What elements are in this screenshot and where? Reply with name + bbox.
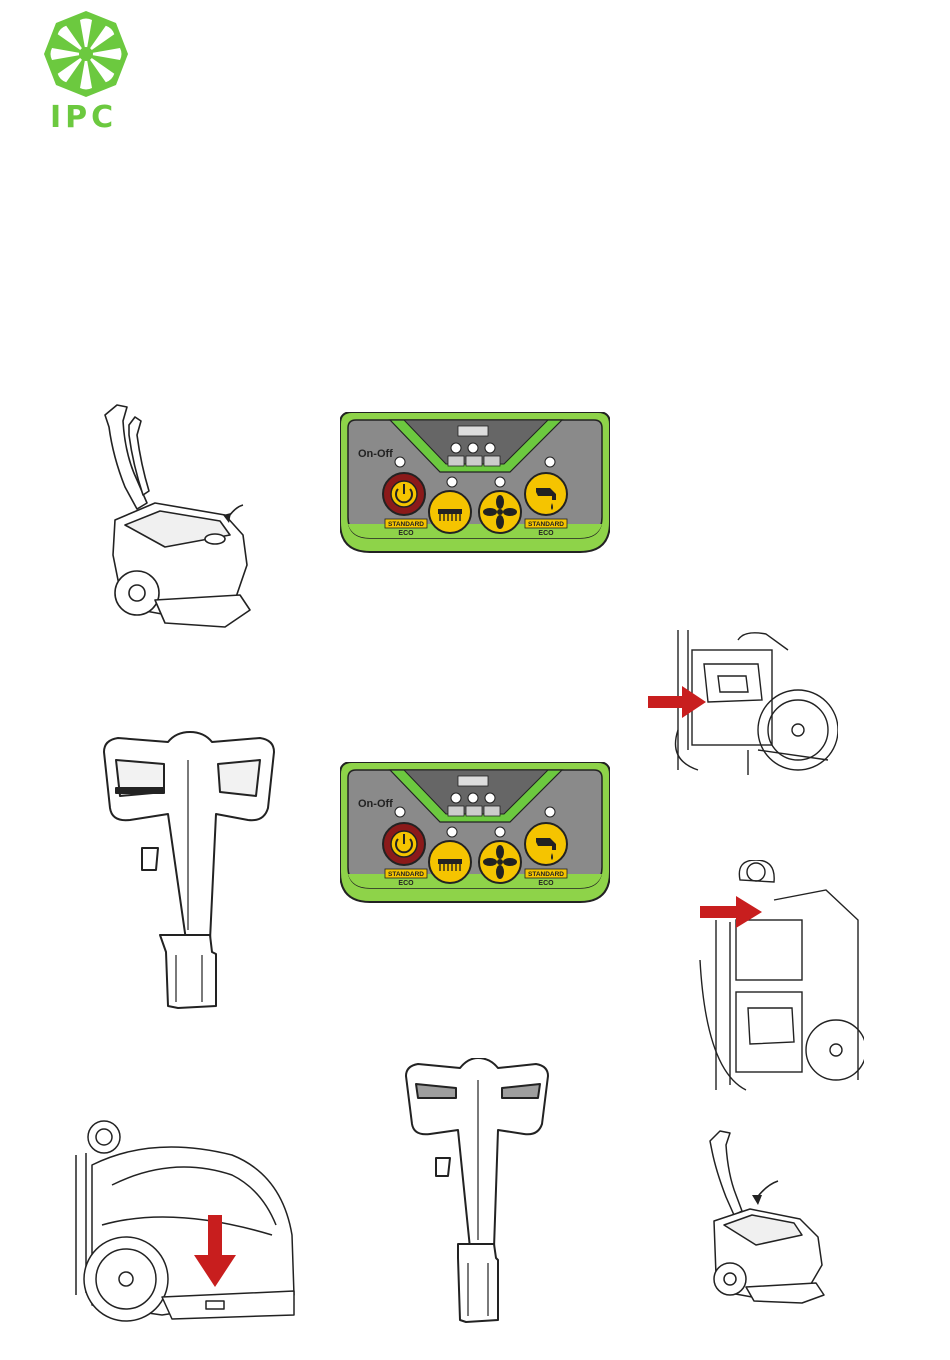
tank-hose-detail bbox=[696, 860, 864, 1095]
right-eco-label: ECO bbox=[538, 530, 554, 537]
on-off-label: On-Off bbox=[358, 448, 393, 460]
scrubber-machine-illustration-small bbox=[690, 1125, 830, 1305]
battery-compartment-detail bbox=[648, 630, 838, 780]
scrubber-machine-illustration bbox=[85, 395, 265, 635]
handle-illustration bbox=[98, 730, 280, 1015]
brand-name: IPC bbox=[50, 100, 130, 135]
control-panel: On-Off STANDARD ECO STANDARD ECO bbox=[340, 762, 610, 904]
indicator-arrow-icon bbox=[648, 686, 706, 718]
left-eco-label: ECO bbox=[398, 880, 414, 887]
scrubber-side-view-illustration bbox=[62, 1115, 302, 1330]
control-panel: On-Off STANDARD ECO STANDARD ECO bbox=[340, 412, 610, 554]
left-standard-label: STANDARD bbox=[388, 871, 424, 878]
right-eco-label: ECO bbox=[538, 880, 554, 887]
left-standard-label: STANDARD bbox=[388, 521, 424, 528]
right-standard-label: STANDARD bbox=[528, 871, 564, 878]
indicator-arrow-icon bbox=[700, 896, 762, 928]
left-eco-label: ECO bbox=[398, 530, 414, 537]
handle-illustration-colored bbox=[402, 1058, 552, 1328]
right-standard-label: STANDARD bbox=[528, 521, 564, 528]
on-off-label: On-Off bbox=[358, 798, 393, 810]
logo-emblem-icon bbox=[40, 8, 132, 100]
